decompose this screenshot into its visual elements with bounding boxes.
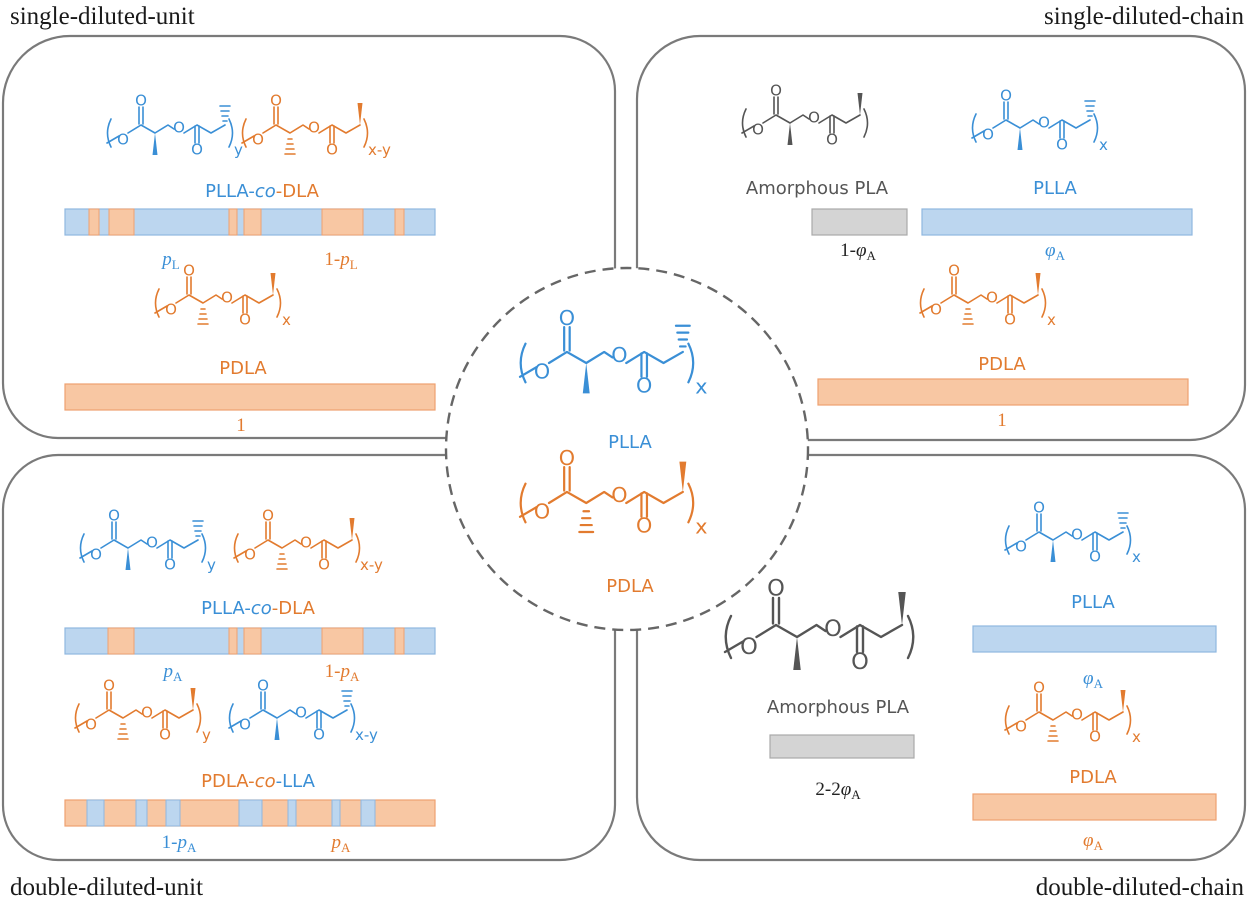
bl-copolymer1-label: PLLA-co-DLA: [201, 598, 315, 619]
center-plla-structure: x: [518, 304, 708, 399]
br-amorphous-structure: [723, 574, 915, 677]
corner-title-top-right: single-diluted-chain: [1044, 3, 1244, 30]
subscript-x: x: [1099, 136, 1108, 154]
center-plla-label: PLLA: [608, 432, 652, 453]
subscript-x: x: [695, 374, 707, 398]
tl-pdla-bar: [64, 383, 436, 411]
br-amorphous-bar: [769, 734, 915, 759]
dla-segment: [243, 627, 262, 655]
dla-segment: [107, 627, 135, 655]
subscript-x-y: x-y: [368, 141, 391, 159]
panel-outlines: [1, 34, 1247, 862]
br-plla-structure: x: [1004, 497, 1141, 567]
tr-plla-bar: [921, 208, 1193, 236]
lla-segment: [165, 799, 181, 827]
br-plla-bar: [972, 625, 1217, 653]
dla-segment: [88, 208, 100, 236]
tr-pdla-label: PDLA: [978, 354, 1026, 375]
dla-segment: [321, 208, 364, 236]
lla-segment: [331, 799, 341, 827]
corner-title-bottom-left: double-diluted-unit: [10, 874, 203, 898]
dla-segment: [108, 208, 135, 236]
bl-copolymer2-bar: [64, 799, 436, 827]
br-amorphous-label: Amorphous PLA: [767, 697, 910, 718]
tr-amorphous-fraction: 1-φA: [840, 240, 876, 263]
br-plla-label: PLLA: [1071, 592, 1115, 613]
subscript-x: x: [1047, 311, 1056, 329]
bl-dla-fraction: 1-pA: [325, 661, 360, 684]
dla-segment: [243, 208, 262, 236]
center-pdla-label: PDLA: [606, 576, 654, 597]
bl-copolymer2-label: PDLA-co-LLA: [201, 771, 315, 792]
subscript-y: y: [202, 726, 211, 744]
subscript-x: x: [282, 311, 291, 329]
br-pdla-structure: x: [1004, 677, 1141, 747]
subscript-x: x: [695, 514, 707, 538]
tl-pdla-value: 1: [236, 415, 246, 436]
bl-pdla-fraction: pA: [330, 832, 352, 855]
panel-top-left: [1, 34, 617, 440]
dla-segment: [228, 208, 238, 236]
dla-segment: [321, 627, 364, 655]
subscript-x-y: x-y: [355, 726, 378, 744]
panel-bottom-left: [1, 453, 617, 862]
dla-segment: [394, 627, 405, 655]
br-plla-fraction: φA: [1083, 668, 1104, 691]
lla-segment: [360, 799, 376, 827]
panel-top-right: [635, 34, 1247, 442]
tr-plla-structure: x: [971, 85, 1108, 155]
lla-segment: [238, 799, 263, 827]
subscript-x-y: x-y: [360, 556, 383, 574]
br-pdla-fraction: φA: [1083, 830, 1104, 853]
br-amorphous-fraction: 2-2φA: [815, 779, 861, 802]
corner-title-bottom-right: double-diluted-chain: [1036, 874, 1245, 898]
tr-plla-label: PLLA: [1033, 178, 1077, 199]
tr-amorphous-bar: [811, 208, 908, 236]
bl-copolymer1-bar: [64, 627, 436, 655]
center-pdla-structure: x: [518, 444, 708, 539]
tl-copolymer-label: PLLA-co-DLA: [205, 181, 319, 202]
subscript-x: x: [1132, 728, 1141, 746]
center-dashed-circle: [444, 266, 810, 632]
corner-title-top-left: single-diluted-unit: [10, 3, 195, 30]
bl-copolymer1-structure: y x-y: [79, 505, 383, 575]
tr-plla-fraction: φA: [1045, 240, 1066, 263]
tr-amorphous-structure: [741, 80, 869, 150]
tr-pdla-value: 1: [997, 410, 1007, 431]
tr-pdla-structure: x: [919, 260, 1056, 330]
tl-copolymer-bar: [64, 208, 436, 236]
tl-plla-fraction: pL: [160, 249, 180, 272]
tr-pdla-bar: [817, 378, 1189, 406]
lla-segment: [86, 799, 105, 827]
lla-segment: [135, 799, 148, 827]
bl-lla-fraction: 1-pA: [162, 832, 197, 855]
subscript-x: x: [1132, 548, 1141, 566]
tl-pdla-label: PDLA: [219, 358, 267, 379]
br-pdla-label: PDLA: [1069, 767, 1117, 788]
bl-copolymer2-structure: y x-y: [74, 675, 378, 745]
bl-plla-fraction: pA: [162, 661, 184, 684]
tl-pdla-structure: x: [154, 260, 291, 330]
dla-segment: [228, 627, 238, 655]
tl-dla-fraction: 1-pL: [324, 249, 357, 272]
dla-segment: [394, 208, 405, 236]
br-pdla-bar: [972, 793, 1217, 821]
subscript-y: y: [234, 141, 243, 159]
panel-bottom-right: [635, 453, 1247, 862]
tl-copolymer-structure: y x-y: [106, 90, 391, 160]
subscript-y: y: [207, 556, 216, 574]
lla-segment: [287, 799, 297, 827]
tr-amorphous-label: Amorphous PLA: [746, 178, 889, 199]
